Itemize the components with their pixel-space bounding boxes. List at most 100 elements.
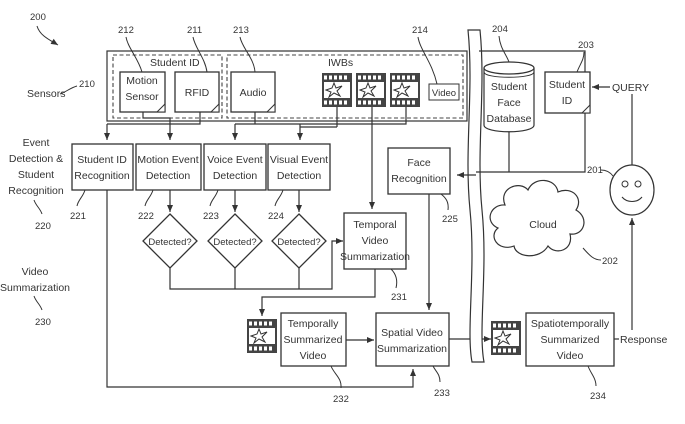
ref-225: 225 bbox=[442, 214, 458, 225]
svg-text:Motion Event: Motion Event bbox=[137, 154, 198, 166]
ref-231: 231 bbox=[391, 292, 407, 303]
student-id-query-node: Student ID bbox=[544, 71, 591, 114]
svg-text:Video: Video bbox=[22, 266, 49, 278]
leader-230 bbox=[33, 295, 43, 311]
svg-text:Spatiotemporally: Spatiotemporally bbox=[531, 318, 610, 330]
leader-234 bbox=[587, 365, 597, 387]
svg-text:Summarization: Summarization bbox=[0, 282, 70, 294]
svg-text:Face: Face bbox=[407, 157, 431, 169]
audio-node: Audio bbox=[230, 71, 276, 113]
ref-234: 234 bbox=[590, 391, 606, 402]
leader-220 bbox=[33, 199, 43, 215]
ref-212: 212 bbox=[118, 25, 134, 36]
ref-213: 213 bbox=[233, 25, 249, 36]
leader-221 bbox=[76, 189, 86, 207]
voice-event-detection-node: Voice Event Detection bbox=[203, 143, 267, 191]
leader-210 bbox=[59, 85, 78, 95]
spatiotemporally-summarized-video-node: Spatiotemporally Summarized Video bbox=[525, 312, 615, 367]
svg-text:Face: Face bbox=[497, 97, 521, 109]
motion-sensor-node: Motion Sensor bbox=[119, 71, 166, 113]
svg-text:Detection: Detection bbox=[146, 170, 191, 182]
svg-text:Summarization: Summarization bbox=[377, 343, 447, 355]
ref-204: 204 bbox=[492, 24, 508, 35]
svg-text:Event: Event bbox=[23, 137, 50, 149]
ref-230: 230 bbox=[35, 317, 51, 328]
rfid-node: RFID bbox=[174, 71, 220, 113]
svg-text:Detection: Detection bbox=[213, 170, 258, 182]
figure-ref-arrow bbox=[36, 25, 59, 46]
iwb-film-icon-3 bbox=[389, 72, 421, 108]
student-id-to-spatial-line bbox=[106, 190, 416, 388]
visual-event-detection-node: Visual Event Detection bbox=[267, 143, 331, 191]
ref-220: 220 bbox=[35, 221, 51, 232]
ref-211: 211 bbox=[187, 25, 202, 36]
network-boundary bbox=[467, 29, 485, 363]
leader-223 bbox=[209, 189, 219, 207]
svg-text:Temporal: Temporal bbox=[353, 219, 396, 231]
student-id-group bbox=[112, 54, 223, 119]
ref-210: 210 bbox=[79, 79, 95, 90]
svg-text:Sensor: Sensor bbox=[125, 91, 159, 103]
svg-text:ID: ID bbox=[562, 95, 573, 107]
response-label: Response bbox=[620, 334, 667, 346]
student-face-database-node: Student Face Database bbox=[483, 61, 535, 133]
svg-text:Detected?: Detected? bbox=[213, 237, 256, 248]
svg-text:Database: Database bbox=[487, 113, 532, 125]
svg-text:Student: Student bbox=[549, 79, 585, 91]
leader-204 bbox=[498, 35, 510, 63]
video-node-label: Video bbox=[432, 88, 456, 99]
svg-text:Detection: Detection bbox=[277, 170, 322, 182]
ref-214: 214 bbox=[412, 25, 428, 36]
video-node bbox=[428, 83, 460, 101]
ref-232: 232 bbox=[333, 394, 349, 405]
svg-text:Detection &: Detection & bbox=[9, 153, 63, 165]
svg-text:Visual Event: Visual Event bbox=[270, 154, 328, 166]
ref-222: 222 bbox=[138, 211, 154, 222]
leader-225 bbox=[440, 193, 449, 211]
face-recognition-node: Face Recognition bbox=[387, 147, 451, 195]
svg-text:Detected?: Detected? bbox=[148, 237, 191, 248]
leader-222 bbox=[144, 189, 154, 207]
student-id-recognition-node: Student ID Recognition bbox=[71, 143, 134, 191]
ref-201: 201 bbox=[587, 165, 603, 176]
ref-223: 223 bbox=[203, 211, 219, 222]
iwbs-group bbox=[226, 54, 464, 119]
svg-text:Student: Student bbox=[18, 169, 54, 181]
temporally-summarized-video-node: Temporally Summarized Video bbox=[280, 312, 347, 367]
svg-text:Audio: Audio bbox=[240, 87, 267, 99]
query-label: QUERY bbox=[612, 82, 649, 94]
leader-224 bbox=[274, 189, 284, 207]
spatial-video-summarization-node: Spatial Video Summarization bbox=[375, 312, 450, 367]
sensors-outer-box bbox=[106, 50, 468, 122]
svg-text:Motion: Motion bbox=[126, 75, 158, 87]
iwbs-group-label: IWBs bbox=[328, 57, 353, 69]
svg-text:Spatial Video: Spatial Video bbox=[381, 327, 443, 339]
svg-text:Detected?: Detected? bbox=[277, 237, 320, 248]
leader-211 bbox=[192, 36, 208, 73]
ref-221: 221 bbox=[70, 211, 86, 222]
temporal-video-summarization-node: Temporal Video Summarization bbox=[340, 212, 410, 270]
svg-text:Student: Student bbox=[491, 81, 527, 93]
svg-text:Summarized: Summarized bbox=[541, 334, 600, 346]
decision-motion: Detected? bbox=[142, 213, 198, 269]
leader-213 bbox=[239, 36, 256, 73]
leader-201 bbox=[600, 169, 614, 177]
cloud-label: Cloud bbox=[529, 219, 557, 231]
decision-visual: Detected? bbox=[271, 213, 327, 269]
iwb-film-icon-2 bbox=[355, 72, 387, 108]
user-avatar bbox=[609, 164, 655, 216]
row-label-event-detection: Event Detection & Student Recognition bbox=[8, 137, 64, 197]
temporal-to-film-arrow bbox=[259, 269, 376, 316]
leader-232 bbox=[330, 365, 342, 389]
svg-text:Recognition: Recognition bbox=[74, 170, 130, 182]
svg-text:Summarization: Summarization bbox=[340, 251, 410, 263]
spatiotemporal-film-icon bbox=[490, 320, 522, 356]
svg-text:Video: Video bbox=[362, 235, 389, 247]
leader-202 bbox=[582, 247, 602, 261]
svg-text:Temporally: Temporally bbox=[288, 318, 340, 330]
ref-224: 224 bbox=[268, 211, 284, 222]
figure-ref: 200 bbox=[30, 12, 46, 23]
row-label-sensors: Sensors bbox=[27, 88, 66, 100]
decision-to-temporal-line bbox=[169, 238, 343, 290]
